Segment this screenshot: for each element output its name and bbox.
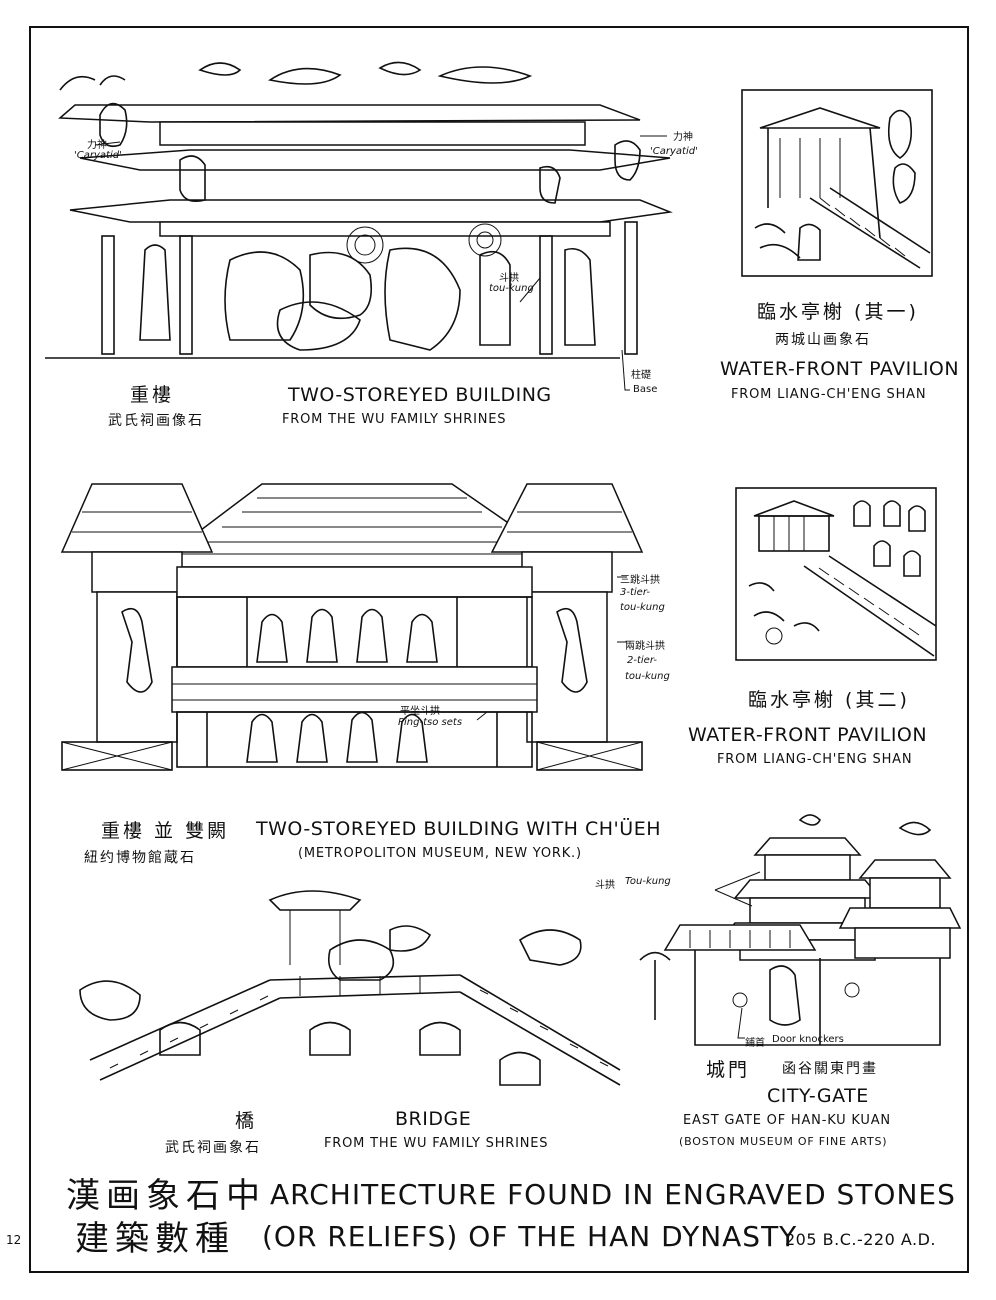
caryatid-right-label: 'Caryatid' [650,146,698,157]
panel3-cn-title: 重樓 並 雙闕 [101,820,230,842]
base-cn-label: 柱礎 [631,370,651,381]
panel6-source-museum: (BOSTON MUSEUM OF FINE ARTS) [679,1135,888,1148]
panel2-cn-source: 两城山画象石 [775,332,871,348]
footer-title-line2: (OR RELIEFS) OF THE HAN DYNASTY [262,1220,798,1253]
panel3-subtitle: (METROPOLITON MUSEUM, NEW YORK.) [298,846,582,861]
city-gate-drawing [639,814,962,1046]
base-label: Base [633,384,658,395]
panel5-title: BRIDGE [395,1108,472,1130]
pingtso-cn-label: 平坐斗拱 [400,706,440,717]
panel2-subtitle: FROM LIANG-CH'ENG SHAN [731,387,927,402]
panel6-cn-source: 函谷關東門畫 [782,1061,878,1077]
building-with-chueh-drawing [60,483,644,771]
caryatid-left-cn-label: 力神 [87,140,107,151]
toukung-label: tou-kung [489,283,534,294]
pingtso-label: Ping-tso sets [398,717,463,728]
panel1-cn-source: 武氏祠画像石 [108,413,204,429]
panel5-subtitle: FROM THE WU FAMILY SHRINES [324,1136,549,1151]
water-front-pavilion-1-drawing [741,89,933,277]
footer-cn-line2: 建築數種 [75,1219,235,1259]
page-border [29,26,969,1273]
water-front-pavilion-2-drawing [735,487,937,661]
panel4-title: WATER-FRONT PAVILION [688,724,928,746]
panel6-title: CITY-GATE [767,1085,869,1107]
panel1-cn-title: 重樓 [130,384,175,406]
panel4-cn-title: 臨水亭榭 (其二) [748,689,910,711]
3tier-label-b: tou-kung [620,602,665,613]
panel5-cn-source: 武氏祠画象石 [165,1140,261,1156]
footer-cn-line1: 漢画象石中 [66,1176,266,1216]
door-knockers-label: Door knockers [772,1034,844,1045]
caryatid-left-label: 'Caryatid' [74,150,122,161]
panel1-subtitle: FROM THE WU FAMILY SHRINES [282,412,507,427]
panel5-cn-title: 橋 [235,1110,258,1132]
2tier-cn-label: 兩跳斗拱 [625,641,665,652]
footer-title-line1: ARCHITECTURE FOUND IN ENGRAVED STONES [270,1178,956,1211]
3tier-label-a: 3-tier- [620,587,650,598]
bridge-drawing [79,890,621,1086]
two-storeyed-building-drawing [45,61,673,391]
door-knockers-cn-label: 鋪首 [745,1038,765,1049]
3tier-cn-label: 三跳斗拱 [620,575,660,586]
footer-dates: 205 B.C.-220 A.D. [785,1230,936,1249]
page-number: 12 [6,1233,22,1247]
panel1-title: TWO-STOREYED BUILDING [288,384,552,406]
caryatid-right-cn-label: 力神 [673,132,693,143]
panel6-cn-title: 城門 [706,1059,751,1081]
panel3-cn-source: 紐约博物館蔵石 [84,850,196,866]
panel2-title: WATER-FRONT PAVILION [720,358,960,380]
gate-toukung-cn-label: 斗拱 [595,880,615,891]
2tier-label-a: 2-tier- [627,655,657,666]
toukung-cn-label: 斗拱 [499,273,519,284]
panel6-subtitle: EAST GATE OF HAN-KU KUAN [683,1113,891,1128]
panel3-title: TWO-STOREYED BUILDING WITH CH'ÜEH [256,818,661,840]
panel2-cn-title: 臨水亭榭 (其一) [757,301,919,323]
panel4-subtitle: FROM LIANG-CH'ENG SHAN [717,752,913,767]
gate-toukung-label: Tou-kung [625,876,671,887]
2tier-label-b: tou-kung [625,671,670,682]
